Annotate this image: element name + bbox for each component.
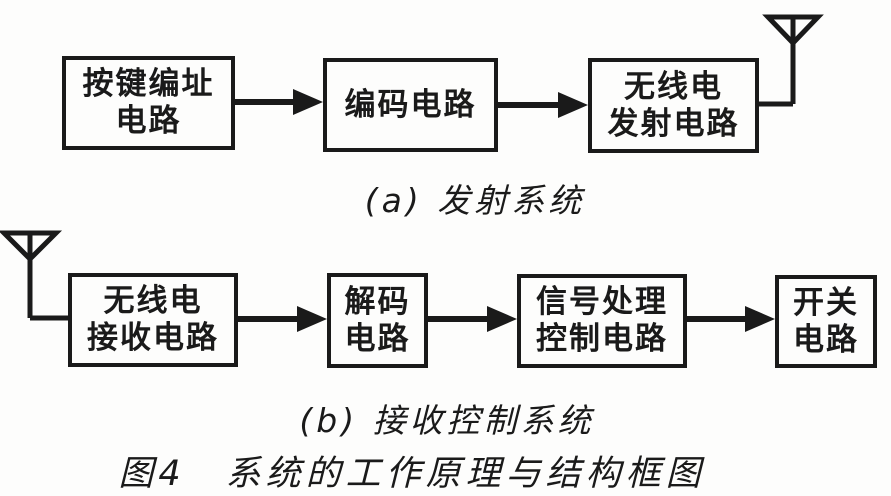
arrow-shaft (498, 102, 564, 108)
figure-title: 图4 系统的工作原理与结构框图 (118, 454, 706, 494)
arrow-shaft (238, 316, 303, 322)
caption-transmit-system: (a) 发射系统 (364, 181, 586, 220)
box-radio-transmit-circuit: 无线电 发射电路 (588, 58, 759, 153)
arrow-decoder-to-processing-icon (428, 306, 517, 332)
arrow-shaft (428, 316, 493, 322)
arrow-head (558, 92, 588, 118)
arrow-head (745, 306, 775, 332)
box-encoder-circuit: 编码电路 (323, 58, 498, 152)
arrow-processing-to-switch-icon (687, 306, 775, 332)
arrow-head (487, 306, 517, 332)
arrow-head (297, 306, 327, 332)
arrow-shaft (235, 99, 299, 105)
arrow-shaft (687, 316, 751, 322)
receive-antenna-icon (0, 230, 70, 321)
transmit-antenna-icon (759, 14, 824, 107)
box-decoder-circuit: 解码 电路 (327, 273, 428, 368)
box-switch-circuit: 开关 电路 (775, 275, 877, 368)
caption-receive-control-system: (b) 接收控制系统 (299, 401, 595, 440)
arrow-head (293, 89, 323, 115)
box-signal-processing-control-circuit: 信号处理 控制电路 (517, 274, 687, 368)
arrow-keypad-to-encoder-icon (235, 89, 323, 115)
arrow-encoder-to-transmitter-icon (498, 92, 588, 118)
box-radio-receive-circuit: 无线电 接收电路 (68, 273, 238, 367)
box-key-addressing-circuit: 按键编址 电路 (62, 56, 235, 150)
arrow-receiver-to-decoder-icon (238, 306, 327, 332)
